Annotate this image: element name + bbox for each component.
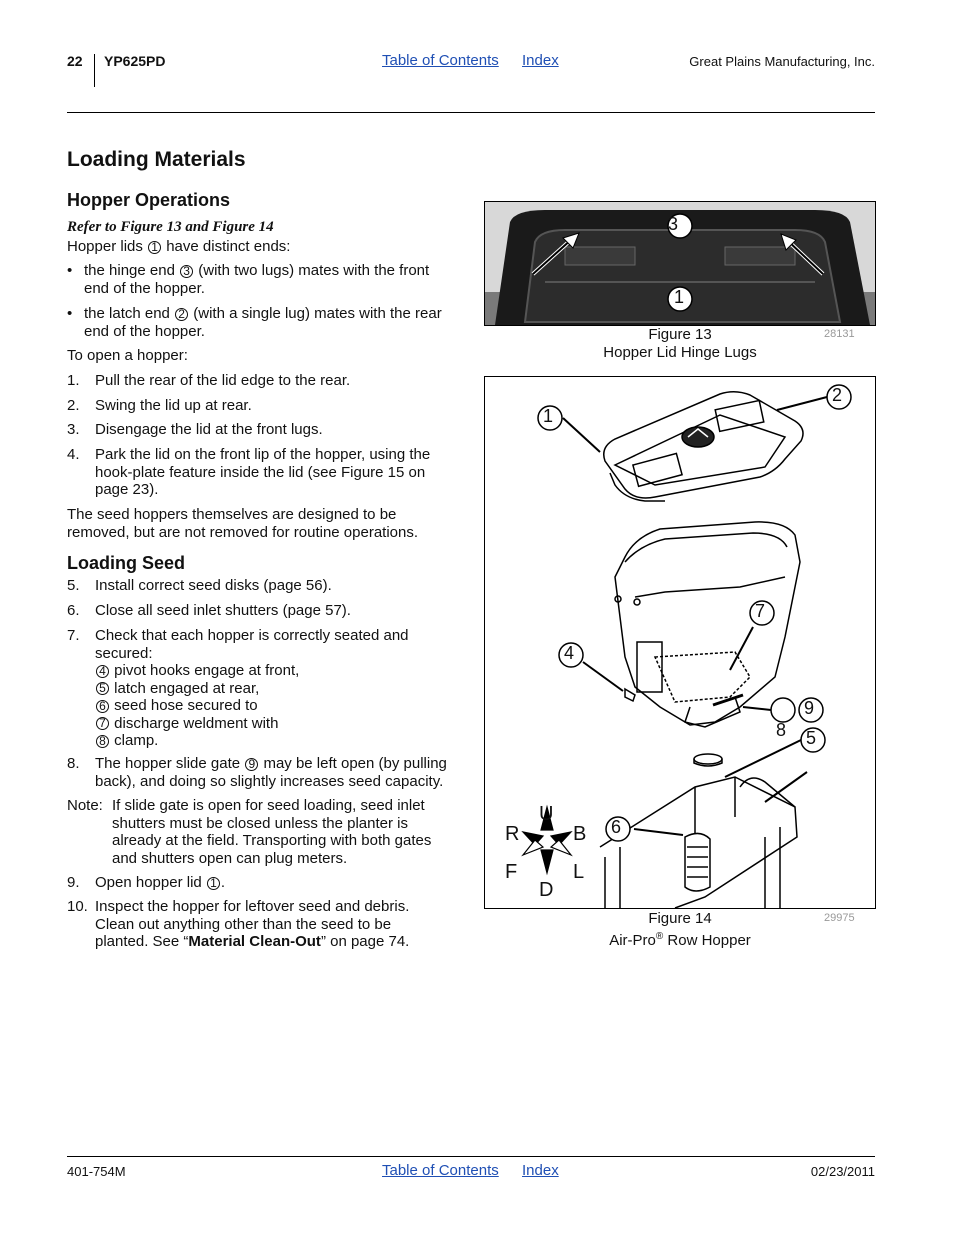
compass-down: D — [539, 879, 554, 901]
loading-seed-heading: Loading Seed — [67, 553, 186, 573]
bullet-latch: • the latch end 2 (with a single lug) ma… — [67, 305, 442, 340]
fig14-callout-4: 4 — [564, 643, 575, 663]
callout-1: 1 — [148, 240, 162, 254]
callout-7: 7 — [96, 717, 109, 731]
callout-1-lid: 1 — [206, 876, 220, 890]
compass-back: B — [573, 823, 587, 845]
callout-2: 2 — [175, 307, 189, 321]
open-intro: To open a hopper: — [67, 347, 188, 364]
fig14-callout-9: 9 — [804, 698, 815, 718]
footer-index-link[interactable]: Index — [522, 1162, 559, 1179]
model-name: YP625PD — [104, 53, 166, 69]
compass-up: U — [539, 803, 554, 825]
figure-13-photo: 3 1 — [484, 201, 876, 326]
page-number: 22 — [67, 53, 83, 69]
section-title: Loading Materials — [67, 148, 246, 171]
step-8: 8. The hopper slide gate 9 may be left o… — [67, 755, 447, 790]
compass-left: L — [573, 861, 585, 883]
step-6: 6.Close all seed inlet shutters (page 57… — [67, 602, 351, 619]
footer-rule — [67, 1156, 875, 1157]
step-7: 7. Check that each hopper is correctly s… — [67, 627, 409, 749]
callout-5: 5 — [96, 682, 109, 696]
callout-9: 9 — [245, 757, 259, 771]
step-9: 9.Open hopper lid 1. — [67, 874, 226, 891]
footer-date: 02/23/2011 — [810, 1164, 875, 1179]
fig14-callout-2: 2 — [832, 385, 843, 405]
row-hopper-drawing — [521, 384, 852, 908]
header-rule — [67, 112, 875, 113]
step-3: 3.Disengage the lid at the front lugs. — [67, 421, 323, 438]
fig13-callout-3: 3 — [668, 214, 679, 234]
hopper-ops-heading: Hopper Operations — [67, 190, 231, 210]
compass-rear: R — [505, 823, 520, 845]
step-2: 2.Swing the lid up at rear. — [67, 397, 252, 414]
callout-6: 6 — [96, 699, 109, 713]
fig14-callout-7: 7 — [755, 601, 766, 621]
fig14-callout-5: 5 — [806, 728, 817, 748]
step-1: 1.Pull the rear of the lid edge to the r… — [67, 372, 351, 389]
step-10: 10. Inspect the hopper for leftover seed… — [67, 898, 410, 950]
doc-number: 401-754M — [67, 1164, 126, 1179]
figure-reference: Refer to Figure 13 and Figure 14 — [67, 219, 274, 235]
callout-3: 3 — [180, 264, 194, 278]
bullet-hinge: • the hinge end 3 (with two lugs) mates … — [67, 262, 430, 297]
compass-front: F — [505, 861, 518, 883]
callout-4: 4 — [96, 664, 109, 678]
fig14-callout-8: 8 — [776, 720, 787, 740]
figure-14-photo-id: 29975 — [824, 912, 855, 924]
fig13-callout-1: 1 — [674, 287, 685, 307]
fig14-callout-1: 1 — [543, 406, 554, 426]
hopper-lid-photo — [485, 202, 875, 325]
note: Note: If slide gate is open for seed loa… — [67, 797, 432, 867]
figure-13-photo-id: 28131 — [824, 328, 855, 340]
fig14-callout-6: 6 — [611, 817, 622, 837]
callout-8: 8 — [96, 734, 109, 748]
header-toc-link[interactable]: Table of Contents — [382, 52, 499, 69]
header-index-link[interactable]: Index — [522, 52, 559, 69]
figure-14-drawing: 1 2 4 7 9 8 5 6 U R B F L D — [484, 376, 876, 909]
hopper-intro: Hopper lids 1 have distinct ends: — [67, 238, 291, 255]
footer-toc-link[interactable]: Table of Contents — [382, 1162, 499, 1179]
hopper-para: The seed hoppers themselves are designed… — [67, 506, 419, 541]
step-4: 4. Park the lid on the front lip of the … — [67, 446, 431, 498]
step-5: 5.Install correct seed disks (page 56). — [67, 577, 332, 594]
company-name: Great Plains Manufacturing, Inc. — [689, 54, 875, 69]
header-divider — [94, 54, 95, 87]
